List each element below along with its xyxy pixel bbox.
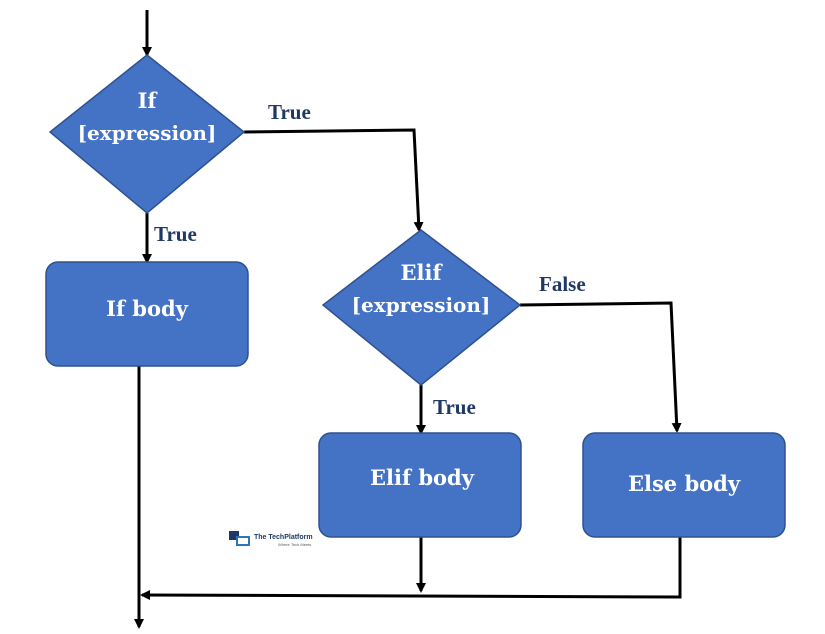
elif-decision-node: Elif [expression] [321,229,522,386]
logo-name: The TechPlatform [254,534,313,541]
elif-body-label: Elif body [370,465,475,490]
if-decision-expression: [expression] [78,121,217,145]
if-to-elif-arrow [243,128,424,232]
techplatform-logo: The TechPlatform Where Tech Meets [229,531,313,547]
else-body-node: Else body [582,432,786,538]
logo-tagline: Where Tech Meets [278,542,311,547]
elif-false-arrow [519,301,682,433]
if-true-label-down: True [154,222,197,246]
logo-mark-screen [238,538,248,544]
elif-false-label: False [539,272,586,296]
if-true-label-right: True [268,100,311,124]
if-decision-node: If [expression] [48,54,246,214]
if-body-node: If body [45,261,249,367]
connectors [134,10,682,629]
else-body-exit-arrow [140,537,682,601]
else-body-label: Else body [628,471,741,496]
elif-decision-keyword: Elif [401,260,444,285]
elif-true-label: True [433,395,476,419]
elif-body-node: Elif body [318,432,522,538]
elif-decision-expression: [expression] [352,293,491,317]
if-body-label: If body [106,296,189,321]
logo-mark-left [229,531,239,540]
if-decision-keyword: If [138,88,159,113]
